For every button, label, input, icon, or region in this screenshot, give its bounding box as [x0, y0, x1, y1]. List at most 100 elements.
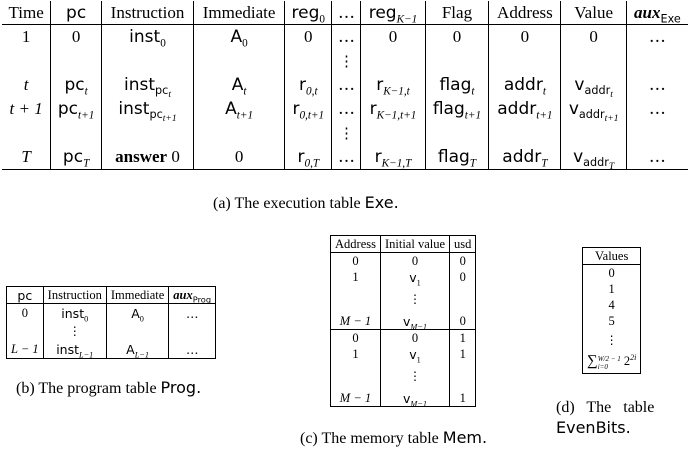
- exe-cell: t: [23, 75, 29, 94]
- ebits-cell: 5: [608, 313, 615, 328]
- exe-cell: At: [193, 73, 285, 97]
- exe-cell: r0,T: [284, 145, 332, 170]
- ebits-caption: (d) The table EvenBits.: [556, 399, 655, 437]
- ebits-header-values: Values: [582, 247, 641, 265]
- prog-cell: instL−1: [42, 340, 107, 359]
- exe-cell: flagt+1: [424, 97, 489, 121]
- exe-row-T: T pcT answer 0 0 r0,T … rK−1,T flagT add…: [2, 145, 688, 172]
- exe-row-gap-1: ⋮: [2, 49, 688, 73]
- exe-cell: …: [625, 145, 688, 170]
- exe-cell: vaddrT: [560, 145, 627, 172]
- exe-row-1: 1 0 inst0 A0 0 … 0 0 0 0 …: [2, 24, 688, 49]
- exe-cell: At+1: [193, 97, 285, 121]
- prog-header-immediate: Immediate: [105, 286, 169, 304]
- sum-lower-limit: i=0: [597, 362, 608, 371]
- exe-header-address: Address: [488, 1, 561, 25]
- exe-cell: addrt+1: [488, 97, 561, 121]
- vertical-ellipsis: ⋮: [379, 285, 450, 313]
- exe-cell: t + 1: [9, 99, 43, 118]
- vertical-ellipsis: ⋮: [331, 49, 361, 73]
- prog-row-last: L − 1 instL−1 AL−1 …: [7, 340, 216, 359]
- exe-cell: 0: [560, 24, 627, 49]
- exe-header-value: Value: [560, 1, 627, 25]
- exe-cell: 0: [488, 24, 561, 49]
- exe-row-t1: t + 1 pct+1 instpct+1 At+1 r0,t+1 … rK−1…: [2, 97, 688, 124]
- memory-table: Address Initial value usd 0 0 0 1 v1 0 ⋮…: [330, 235, 477, 408]
- exe-cell: r0,t: [284, 73, 332, 97]
- exe-header-flag: Flag: [424, 1, 489, 25]
- exe-cell: pct+1: [50, 97, 102, 121]
- mem-header-usd: usd: [449, 235, 476, 253]
- exe-cell: T: [2, 145, 51, 170]
- exe-cell: vaddrt+1: [560, 97, 627, 124]
- mem-row: M − 1 vM−1 0: [330, 313, 476, 331]
- exe-header-pc: pc: [50, 1, 102, 25]
- prog-cell: A0: [105, 303, 169, 323]
- execution-table: Time pc Instruction Immediate reg0 … reg…: [2, 1, 688, 172]
- ebits-cell: 4: [608, 297, 615, 312]
- exe-cell: A0: [193, 24, 285, 49]
- exe-header-immediate: Immediate: [193, 1, 285, 25]
- exe-cell: 1: [21, 27, 31, 46]
- exe-cell: addrt: [488, 73, 561, 97]
- prog-header-instruction: Instruction: [42, 286, 107, 304]
- prog-caption: (b) The program table Prog.: [16, 378, 202, 397]
- exe-cell: instpct: [100, 73, 194, 100]
- exe-row-gap-2: ⋮: [2, 121, 688, 145]
- mem-header-address: Address: [330, 235, 381, 253]
- exe-cell: rK−1,t: [360, 73, 426, 97]
- exe-cell: flagT: [424, 145, 489, 170]
- mem-row: 0 0 1: [331, 329, 476, 346]
- vertical-ellipsis: ⋮: [42, 322, 107, 340]
- exe-cell: inst0: [100, 24, 194, 49]
- exe-cell: 0: [50, 24, 102, 49]
- mem-row-gap: ⋮: [331, 362, 476, 390]
- sum-exponent: 2i: [630, 353, 637, 363]
- mem-header-initial-value: Initial value: [379, 235, 450, 253]
- prog-row-gap: ⋮: [7, 322, 216, 340]
- exe-cell: answer 0: [100, 145, 194, 170]
- exe-header-time: Time: [2, 1, 51, 25]
- mem-caption: (c) The memory table Mem.: [300, 428, 488, 447]
- vertical-ellipsis: ⋮: [331, 121, 361, 145]
- exe-cell: 0: [424, 24, 489, 49]
- exe-cell: 0: [193, 145, 285, 170]
- exe-cell: …: [331, 24, 361, 49]
- exe-caption: (a) The execution table Exe.: [213, 193, 399, 212]
- exe-header-reg0: reg0: [284, 1, 332, 25]
- prog-header-aux: auxProg: [168, 286, 216, 304]
- prog-cell: L − 1: [11, 341, 39, 356]
- exe-header-ellipsis: …: [331, 1, 361, 25]
- exe-cell: flagt: [424, 73, 489, 97]
- mem-row: 0 0 0: [331, 252, 476, 269]
- mem-header-row: Address Initial value usd: [330, 235, 476, 253]
- exe-cell: rK−1,T: [360, 145, 426, 170]
- exe-cell: rK−1,t+1: [360, 97, 426, 121]
- sum-term: 2: [623, 354, 631, 369]
- prog-header-row: pc Instruction Immediate auxProg: [6, 286, 216, 304]
- exe-cell: …: [331, 145, 361, 170]
- vertical-ellipsis: ⋮: [379, 362, 450, 390]
- prog-row-0: 0 inst0 A0 …: [7, 303, 216, 323]
- prog-header-pc: pc: [6, 286, 44, 304]
- mem-row: 1 v1 0: [331, 269, 476, 287]
- mem-row: 1 v1 1: [331, 346, 476, 364]
- exe-cell: …: [625, 97, 688, 121]
- exe-row-t: t pct instpct At r0,t … rK−1,t flagt add…: [2, 73, 688, 100]
- program-table: pc Instruction Immediate auxProg 0 inst0…: [6, 286, 217, 359]
- sum-sign: ∑: [587, 353, 598, 370]
- vertical-ellipsis: ⋮: [605, 332, 618, 347]
- prog-cell: …: [168, 340, 216, 359]
- exe-header-aux: auxExe: [625, 1, 688, 25]
- ebits-header-row: Values: [582, 247, 641, 265]
- exe-cell: …: [625, 24, 688, 49]
- prog-cell: AL−1: [105, 340, 169, 359]
- exe-cell: addrT: [488, 145, 561, 170]
- exe-cell: 0: [284, 24, 332, 49]
- exe-cell: pcT: [50, 145, 102, 170]
- exe-cell: vaddrt: [560, 73, 627, 100]
- ebits-cell: 1: [608, 281, 615, 296]
- prog-cell: inst0: [42, 303, 107, 323]
